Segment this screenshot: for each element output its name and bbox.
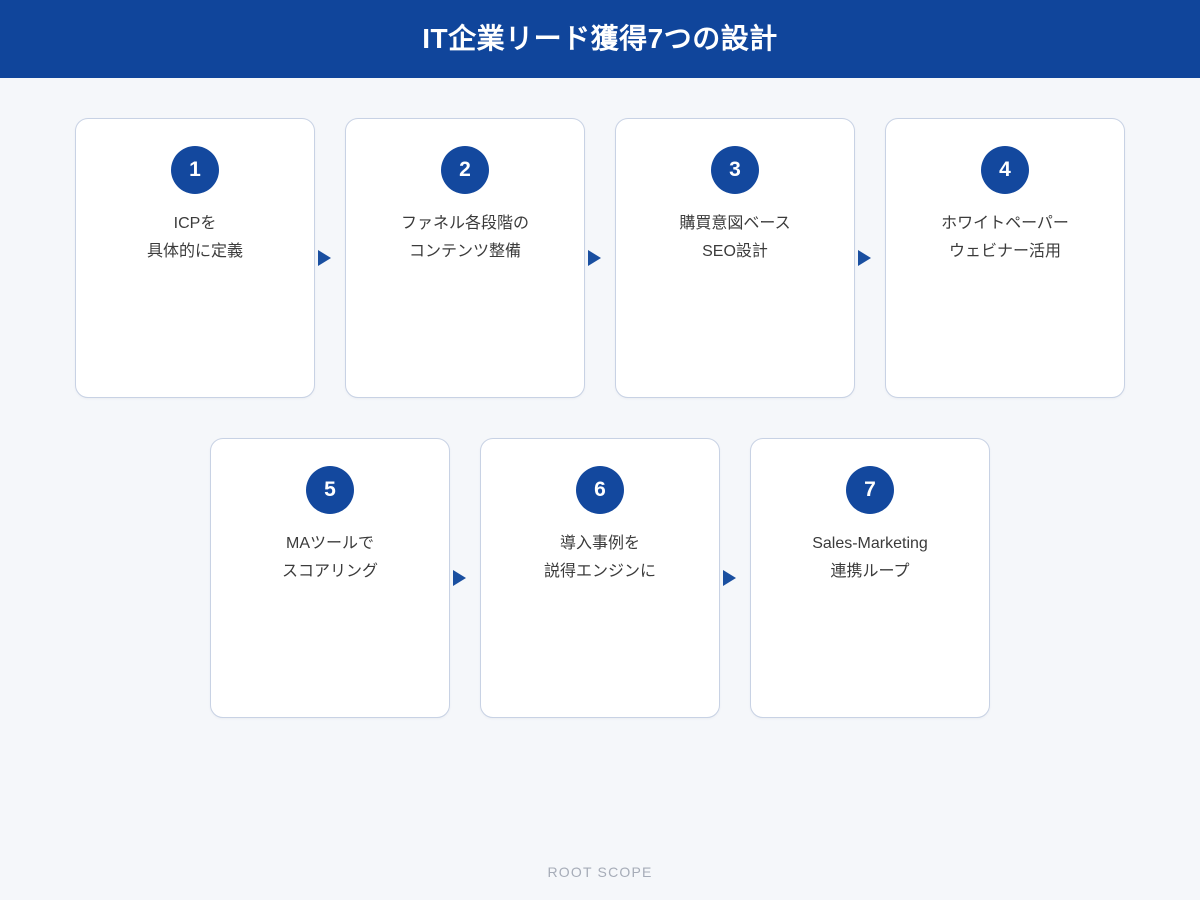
step-number-badge: 6 (576, 466, 624, 514)
step-number-badge: 7 (846, 466, 894, 514)
footer-brand: ROOT SCOPE (547, 864, 653, 880)
step-number-badge: 1 (171, 146, 219, 194)
step-label: MAツールで スコアリング (281, 535, 378, 580)
step-label: ホワイトペーパー ウェビナー活用 (941, 215, 1069, 260)
page-header: IT企業リード獲得7つの設計 (0, 0, 1200, 78)
step-number-badge: 4 (981, 146, 1029, 194)
step-card-2[interactable]: 2 ファネル各段階の コンテンツ整備 (345, 118, 585, 398)
arrow-right-icon (723, 570, 736, 586)
step-label: 導入事例を 説得エンジンに (543, 535, 656, 580)
step-number-badge: 5 (306, 466, 354, 514)
step-number-badge: 3 (711, 146, 759, 194)
arrow-right-icon (453, 570, 466, 586)
step-label: ICPを 具体的に定義 (146, 215, 243, 260)
step-card-4[interactable]: 4 ホワイトペーパー ウェビナー活用 (885, 118, 1125, 398)
step-label: Sales-Marketing 連携ループ (812, 535, 928, 580)
step-label: ファネル各段階の コンテンツ整備 (400, 215, 529, 260)
step-card-6[interactable]: 6 導入事例を 説得エンジンに (480, 438, 720, 718)
step-card-3[interactable]: 3 購買意図ベース SEO設計 (615, 118, 855, 398)
page-title: IT企業リード獲得7つの設計 (422, 23, 778, 54)
step-card-7[interactable]: 7 Sales-Marketing 連携ループ (750, 438, 990, 718)
step-card-5[interactable]: 5 MAツールで スコアリング (210, 438, 450, 718)
flow-diagram: 1 ICPを 具体的に定義 2 ファネル各段階の コンテンツ整備 3 購買意図ベ… (0, 78, 1200, 900)
step-number-badge: 2 (441, 146, 489, 194)
arrow-right-icon (858, 250, 871, 266)
arrow-right-icon (588, 250, 601, 266)
step-label: 購買意図ベース SEO設計 (679, 215, 791, 260)
step-card-1[interactable]: 1 ICPを 具体的に定義 (75, 118, 315, 398)
arrow-right-icon (318, 250, 331, 266)
